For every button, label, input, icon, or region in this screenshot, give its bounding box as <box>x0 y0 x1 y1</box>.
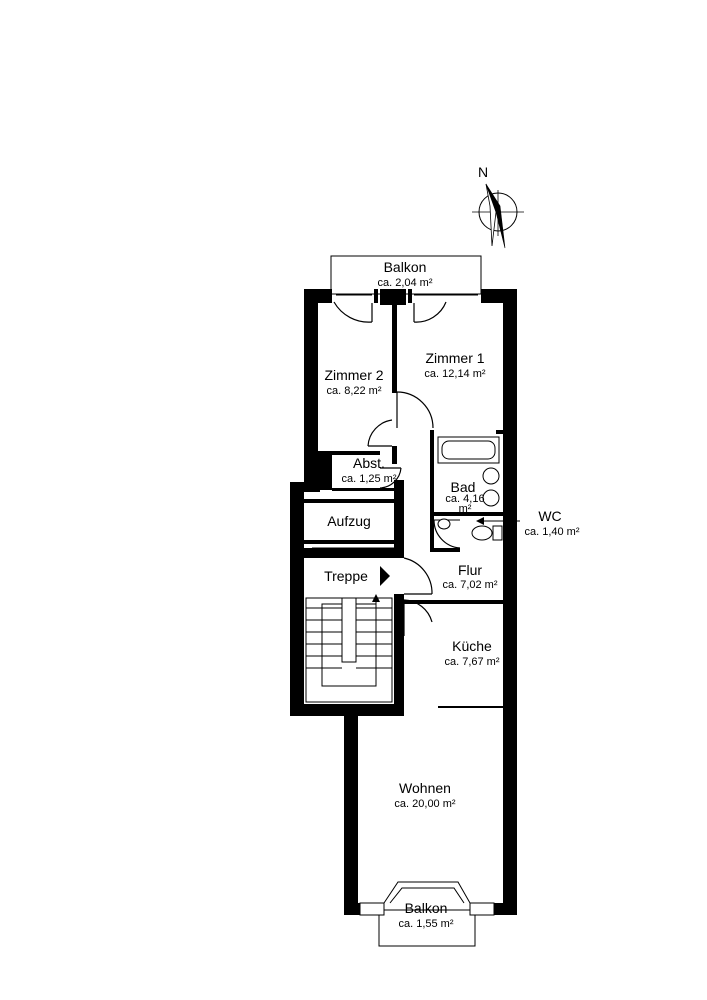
treppe-arrow-icon <box>380 566 390 586</box>
balkon-top-area: ca. 2,04 m² <box>377 277 432 289</box>
zimmer1-area: ca. 12,14 m² <box>424 368 485 380</box>
bad-area-line2: m² <box>459 503 472 515</box>
wohnen-area: ca. 20,00 m² <box>394 798 455 810</box>
wc-area: ca. 1,40 m² <box>524 526 579 538</box>
treppe-name: Treppe <box>324 568 368 584</box>
doors <box>312 294 520 636</box>
bathroom-fixtures <box>437 436 503 541</box>
bad-area-line1: ca. 4,16 <box>445 493 484 505</box>
room-labels: Balkon ca. 2,04 m² Zimmer 2 ca. 8,22 m² … <box>324 259 580 930</box>
kueche-name: Küche <box>452 638 492 654</box>
zimmer2-name: Zimmer 2 <box>324 367 383 383</box>
walls <box>290 289 517 915</box>
north-compass-icon: N <box>472 164 524 249</box>
abst-area: ca. 1,25 m² <box>341 473 396 485</box>
balkon-top-name: Balkon <box>384 259 427 275</box>
wc-name: WC <box>538 508 561 524</box>
balkon-bottom-area: ca. 1,55 m² <box>398 918 453 930</box>
flur-area: ca. 7,02 m² <box>442 579 497 591</box>
zimmer2-area: ca. 8,22 m² <box>326 385 381 397</box>
bad-name: Bad <box>451 479 476 495</box>
kueche-area: ca. 7,67 m² <box>444 656 499 668</box>
wohnen-name: Wohnen <box>399 780 451 796</box>
balcony-bottom <box>359 881 495 947</box>
aufzug-name: Aufzug <box>327 513 371 529</box>
zimmer1-name: Zimmer 1 <box>425 350 484 366</box>
flur-name: Flur <box>458 562 482 578</box>
compass-north-label: N <box>478 164 488 180</box>
abst-name: Abst. <box>353 455 385 471</box>
staircase <box>305 566 393 703</box>
balkon-bottom-name: Balkon <box>405 900 448 916</box>
